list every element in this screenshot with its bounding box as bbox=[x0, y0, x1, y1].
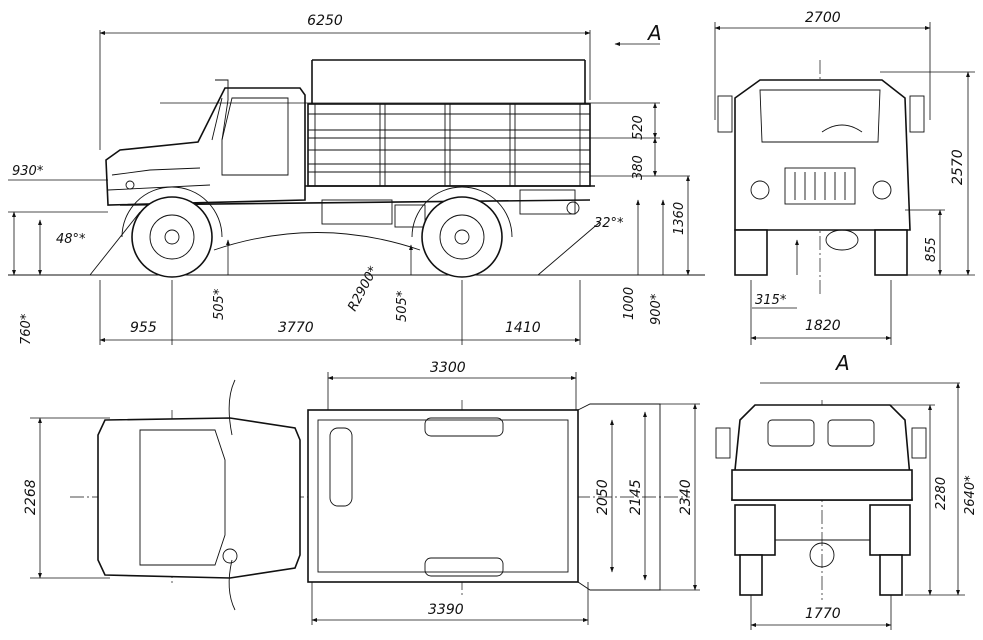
platform-floor-height-label: 380 bbox=[631, 155, 646, 180]
rear-overhang-label: 1410 bbox=[505, 320, 541, 336]
approach-angle-label: 48°* bbox=[56, 232, 86, 247]
view-marker-top: A bbox=[646, 21, 662, 45]
platform-length-top-label: 3300 bbox=[430, 360, 466, 376]
clearance-rear-label: 505* bbox=[395, 290, 410, 322]
platform-length-bottom-label: 3390 bbox=[428, 602, 464, 618]
front-track-label: 1820 bbox=[805, 318, 841, 334]
front-track-clearance-label: 855 bbox=[924, 237, 939, 262]
front-overhang-label: 955 bbox=[130, 320, 157, 336]
cab-width-label: 2268 bbox=[23, 479, 39, 515]
rear-height-label: 900* bbox=[649, 293, 664, 325]
front-ground-clearance-label: 315* bbox=[755, 293, 787, 308]
rear-height-a-label: 2280 bbox=[934, 477, 949, 510]
rear-wheel-side bbox=[411, 186, 513, 278]
front-width-label: 2700 bbox=[805, 10, 841, 26]
rear-height-b-label: 2640* bbox=[963, 475, 978, 515]
platform-side-height-label: 520 bbox=[631, 115, 646, 140]
cargo-platform-side bbox=[300, 59, 595, 187]
side-view: 6250 A 520 380 1360 1000 900* 930* 48°* … bbox=[8, 13, 705, 345]
rear-view: A 2280 2640* 1770 bbox=[715, 351, 978, 630]
rear-track-label: 1770 bbox=[805, 606, 841, 622]
overall-length-label: 6250 bbox=[307, 13, 343, 29]
view-marker-rear: A bbox=[834, 351, 850, 375]
overall-height-label: 2570 bbox=[950, 149, 966, 185]
front-wheel-side bbox=[121, 186, 223, 278]
clearance-front-label: 505* bbox=[212, 288, 227, 320]
departure-angle-label: 32°* bbox=[594, 216, 624, 231]
front-axle-height-label: 760* bbox=[19, 313, 34, 345]
wheelbase-label: 3770 bbox=[278, 320, 314, 336]
front-view: 2700 2570 855 315* 1820 bbox=[714, 10, 975, 345]
top-view: 3300 3390 2268 2050 2145 2340 bbox=[23, 360, 700, 625]
platform-width-label: 2145 bbox=[628, 479, 644, 515]
cab-side bbox=[105, 79, 306, 206]
overall-width-label: 2340 bbox=[678, 479, 694, 515]
frame-height-label: 1000 bbox=[622, 287, 637, 320]
platform-height-label: 1360 bbox=[672, 202, 687, 235]
ramp-radius-label: R2900* bbox=[345, 263, 381, 313]
platform-inner-width-label: 2050 bbox=[595, 479, 611, 515]
front-overhang-height-label: 930* bbox=[12, 164, 44, 179]
